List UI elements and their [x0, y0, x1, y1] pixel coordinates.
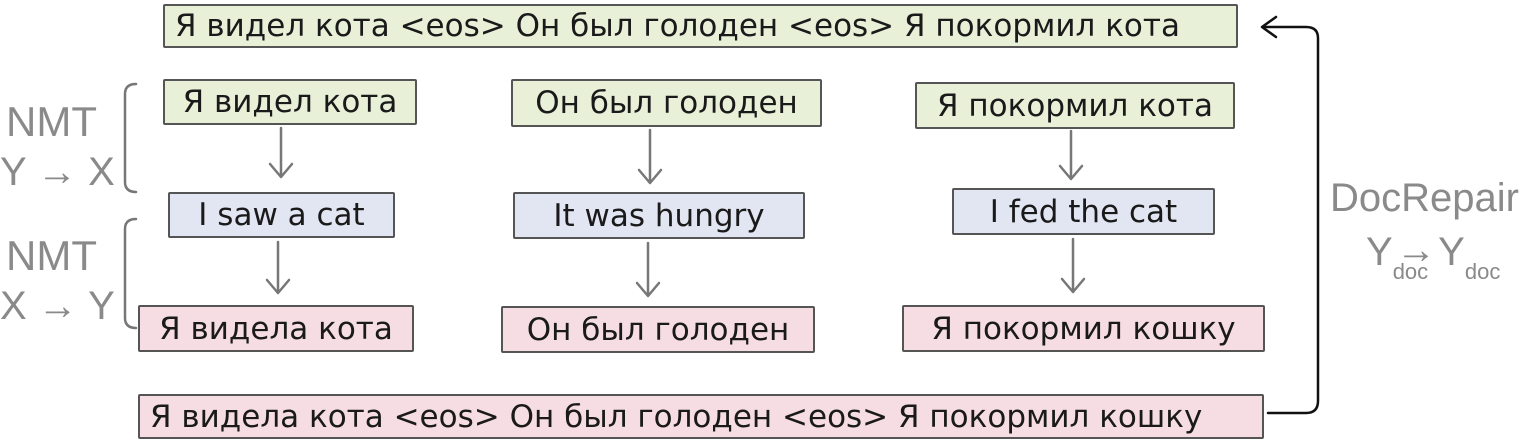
- arrowhead-c2-top: [637, 168, 663, 185]
- docrepair-connector-arrowhead: [1260, 15, 1278, 39]
- source-text-1: I saw a cat: [198, 197, 365, 233]
- source-text-2: It was hungry: [553, 197, 765, 234]
- target-translated-box-3: Я покормил кошку: [902, 305, 1265, 352]
- bracket-nmt-forward: [123, 217, 138, 330]
- target-original-box-2: Он был голоден: [511, 79, 822, 127]
- docrepair-to-sub: doc: [1464, 259, 1501, 284]
- docrepair-from: Y: [1366, 230, 1393, 274]
- docrepair-to: Y: [1438, 230, 1465, 274]
- docrepair-from-sub: doc: [1392, 259, 1429, 284]
- bracket-nmt-backward: [123, 82, 138, 194]
- nmt-forward-direction: X → Y: [0, 284, 115, 328]
- target-translated-text-1: Я видела кота: [159, 310, 393, 347]
- target-original-box-1: Я видел кота: [163, 79, 417, 125]
- target-original-text-1: Я видел кота: [182, 84, 398, 120]
- target-original-text-2: Он был голоден: [535, 85, 798, 121]
- source-box-3: I fed the cat: [952, 188, 1215, 235]
- target-translated-box-2: Он был голоден: [501, 306, 815, 353]
- bottom-sequence-box: Я видела кота <eos> Он был голоден <eos>…: [138, 394, 1264, 439]
- source-box-1: I saw a cat: [168, 192, 395, 238]
- arrowhead-c3-bottom: [1060, 277, 1086, 294]
- target-translated-text-2: Он был голоден: [526, 311, 790, 348]
- arrowhead-c1-bottom: [265, 278, 291, 295]
- top-sequence-text: Я видел кота <eos> Он был голоден <eos> …: [175, 8, 1180, 44]
- docrepair-formula: Ydoc→Ydoc: [1366, 228, 1500, 284]
- bottom-sequence-text: Я видела кота <eos> Он был голоден <eos>…: [150, 398, 1203, 435]
- arrowhead-c2-bottom: [635, 281, 661, 298]
- target-translated-box-1: Я видела кота: [138, 305, 414, 352]
- nmt-backward-direction: Y → X: [0, 150, 115, 194]
- source-box-2: It was hungry: [513, 192, 805, 239]
- arrowhead-c3-top: [1058, 164, 1084, 181]
- target-translated-text-3: Я покормил кошку: [931, 310, 1236, 347]
- target-original-text-3: Я покормил кота: [937, 87, 1213, 124]
- target-original-box-3: Я покормил кота: [915, 82, 1235, 129]
- docrepair-connector: [1261, 25, 1320, 415]
- arrowhead-c1-top: [268, 162, 294, 179]
- nmt-forward-title: NMT: [6, 232, 97, 279]
- docrepair-title: DocRepair: [1330, 176, 1519, 220]
- nmt-backward-title: NMT: [6, 98, 97, 145]
- top-sequence-box: Я видел кота <eos> Он был голоден <eos> …: [163, 4, 1238, 48]
- source-text-3: I fed the cat: [989, 193, 1178, 230]
- docrepair-arrow-glyph: →: [1396, 228, 1437, 272]
